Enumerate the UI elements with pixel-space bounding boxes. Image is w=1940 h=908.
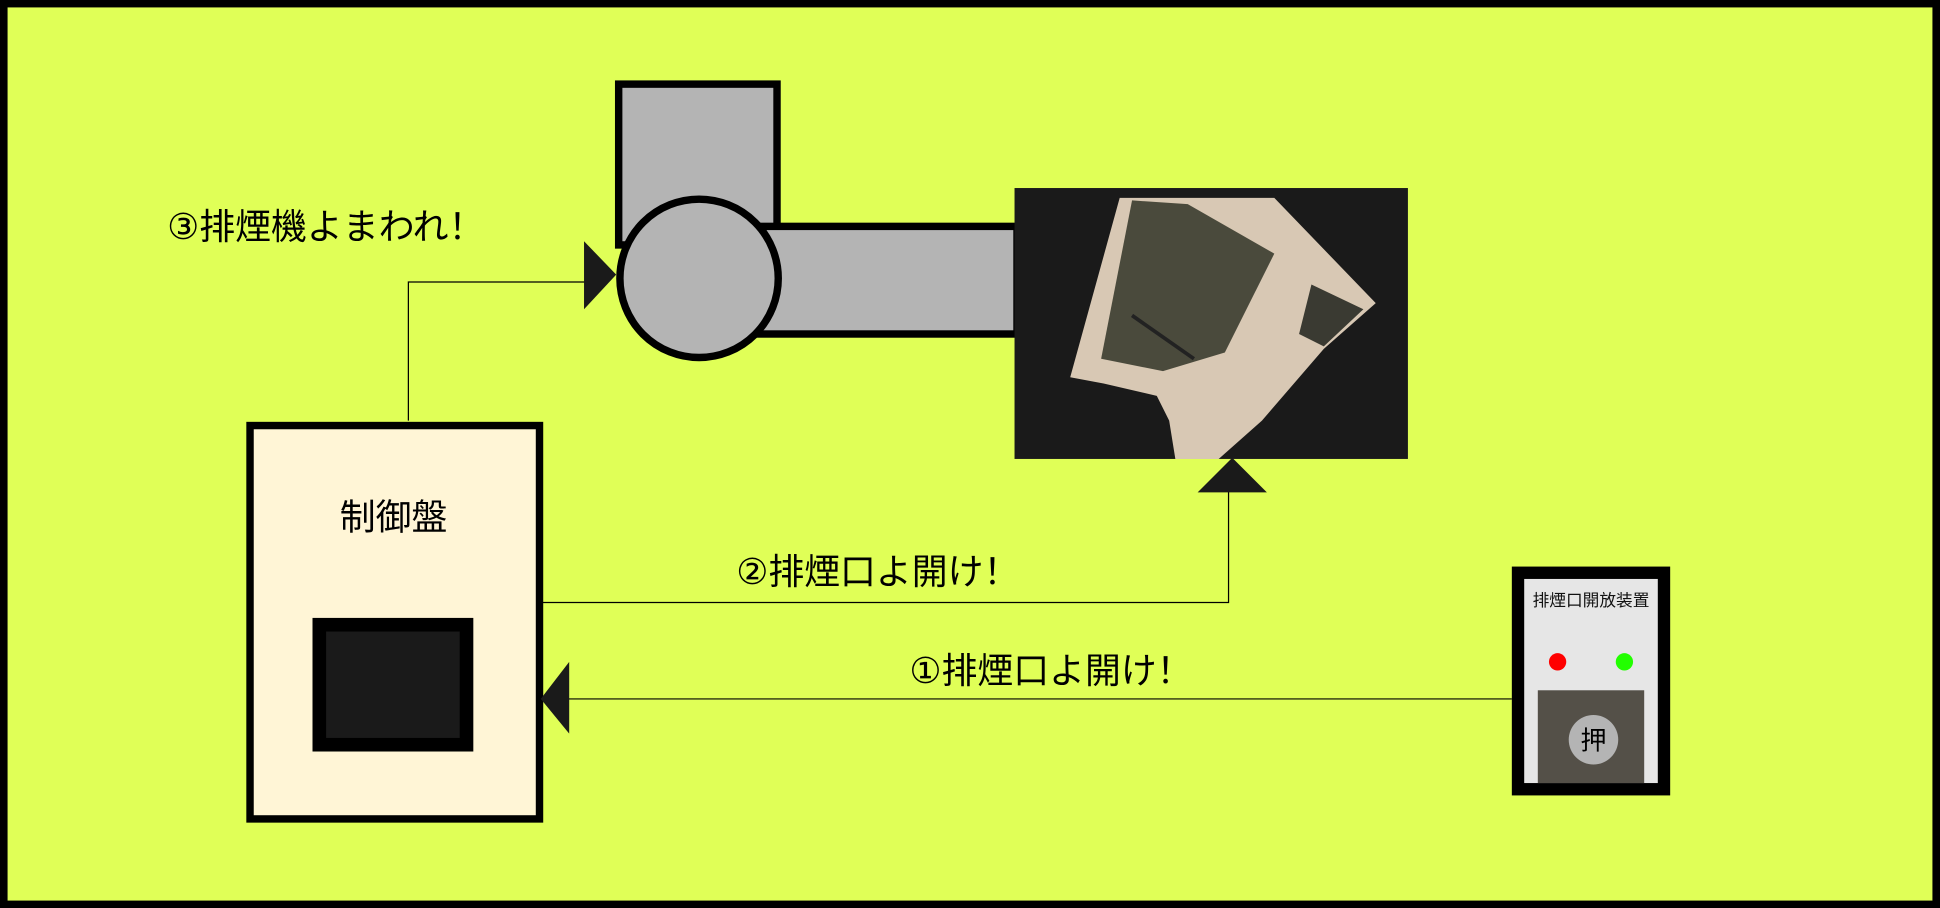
control-panel-display xyxy=(312,617,474,752)
smoke-vent-photo xyxy=(1014,188,1408,459)
smoke-exhaust-fan xyxy=(614,80,1021,362)
arrow-head-2 xyxy=(1197,457,1267,493)
arrow-head-3 xyxy=(584,241,617,310)
red-indicator-lamp xyxy=(1548,653,1567,671)
vent-side xyxy=(1299,284,1364,347)
arrow-head-1 xyxy=(540,661,570,734)
push-button-label: 押 xyxy=(1580,727,1606,757)
smoke-vent-release-device: 排煙口開放装置 押 xyxy=(1511,566,1671,796)
step1-label: ①排煙口よ開け！ xyxy=(909,651,1192,692)
step2-label: ②排煙口よ開け！ xyxy=(736,552,1019,593)
vent-arm xyxy=(1130,313,1195,361)
control-panel-title: 制御盤 xyxy=(340,497,448,538)
signal-line-3 xyxy=(407,281,587,421)
control-panel: 制御盤 xyxy=(246,421,544,823)
vent-opening xyxy=(1101,200,1275,372)
step3-label: ③排煙機よまわれ！ xyxy=(167,207,484,248)
release-device-title: 排煙口開放装置 xyxy=(1533,590,1650,610)
signal-line-2 xyxy=(540,489,1230,604)
green-indicator-lamp xyxy=(1615,653,1634,671)
fan-housing xyxy=(616,195,782,362)
push-button[interactable] xyxy=(1568,715,1619,765)
horizontal-duct xyxy=(738,222,1021,338)
